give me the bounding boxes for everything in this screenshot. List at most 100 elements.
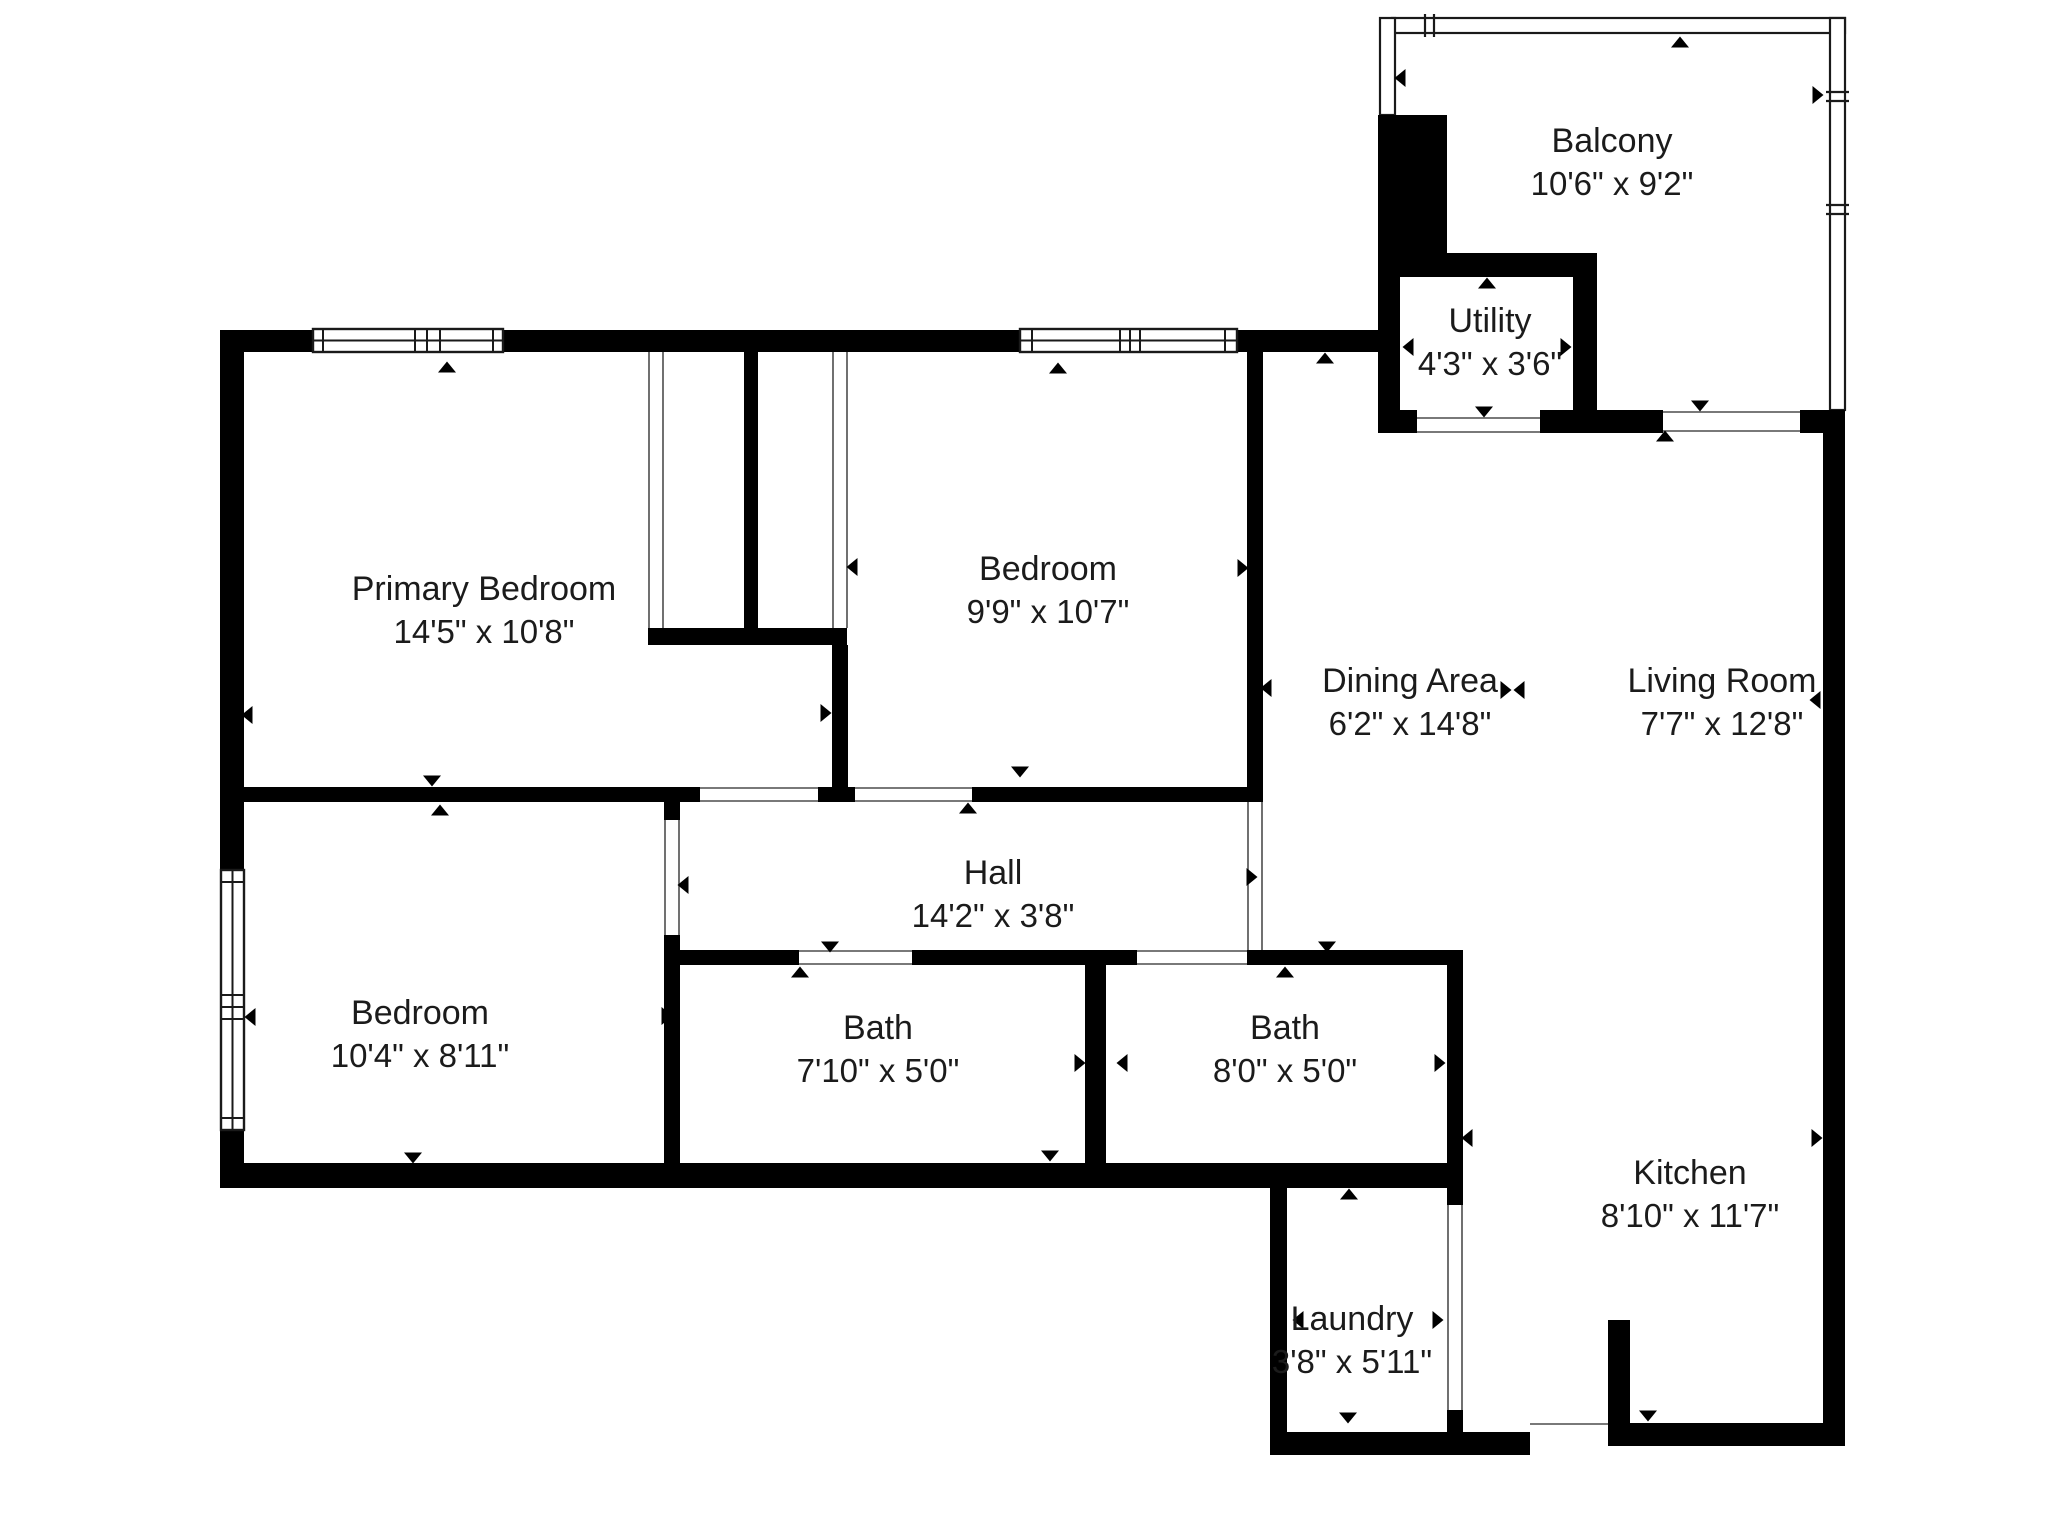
- marker-arrow-right: [820, 704, 832, 722]
- marker-arrow-up: [791, 966, 809, 978]
- room-label: Bath: [843, 1009, 913, 1047]
- marker-arrow-up: [431, 804, 449, 816]
- marker-arrow-right: [1246, 868, 1258, 886]
- marker-arrow-up: [1049, 362, 1067, 374]
- wall: [1378, 417, 1417, 433]
- marker-arrow-left: [1402, 338, 1414, 356]
- room-label: Primary Bedroom: [352, 570, 617, 608]
- room-label: Bedroom: [351, 994, 489, 1032]
- wall: [1378, 253, 1400, 433]
- marker-arrow-down: [1339, 1412, 1357, 1424]
- wall: [648, 628, 847, 645]
- room-label: Kitchen: [1633, 1154, 1746, 1192]
- room-dimensions: 9'9" x 10'7": [967, 593, 1130, 630]
- wall: [220, 330, 244, 870]
- marker-arrow-up: [1276, 966, 1294, 978]
- marker-arrow-right: [1237, 559, 1249, 577]
- room-dimensions: 8'0" x 5'0": [1213, 1052, 1357, 1089]
- marker-arrow-right: [1074, 1054, 1086, 1072]
- wall: [1447, 950, 1463, 1163]
- marker-arrow-left: [244, 1008, 256, 1026]
- marker-arrow-right: [1811, 1129, 1823, 1147]
- marker-arrow-up: [438, 361, 456, 373]
- room-label: Bath: [1250, 1009, 1320, 1047]
- marker-arrow-down: [1475, 406, 1493, 418]
- room-label: Hall: [964, 854, 1023, 892]
- marker-arrow-left: [1513, 681, 1525, 699]
- wall: [664, 950, 799, 965]
- marker-arrow-down: [1639, 1410, 1657, 1422]
- wall: [220, 787, 700, 802]
- marker-arrow-up: [1478, 277, 1496, 289]
- marker-arrow-down: [423, 775, 441, 787]
- wall: [1378, 115, 1447, 253]
- room-dimensions: 10'4" x 8'11": [331, 1037, 510, 1074]
- marker-arrow-down: [821, 941, 839, 953]
- wall: [1447, 1188, 1463, 1205]
- marker-arrow-right: [1434, 1054, 1446, 1072]
- wall: [1237, 330, 1380, 352]
- room-dimensions: 4'3" x 3'6": [1418, 345, 1562, 382]
- wall: [664, 935, 680, 1188]
- room-dimensions: 3'8" x 5'11": [1272, 1343, 1432, 1380]
- wall: [912, 950, 1137, 965]
- wall: [1447, 1410, 1463, 1455]
- marker-arrow-right: [1812, 86, 1824, 104]
- marker-arrow-left: [846, 558, 858, 576]
- marker-arrow-right: [1432, 1311, 1444, 1329]
- balcony-railing: [1378, 16, 1397, 117]
- marker-arrow-up: [1656, 430, 1674, 442]
- marker-arrow-left: [677, 876, 689, 894]
- wall: [1085, 950, 1106, 1163]
- wall: [503, 330, 1020, 352]
- marker-arrow-left: [1116, 1054, 1128, 1072]
- marker-arrow-left: [1260, 679, 1272, 697]
- room-label: Bedroom: [979, 550, 1117, 588]
- marker-arrow-right: [661, 1007, 673, 1025]
- room-label: Laundry: [1291, 1300, 1414, 1338]
- room-dimensions: 6'2" x 14'8": [1329, 705, 1492, 742]
- marker-arrow-left: [1809, 691, 1821, 709]
- marker-arrow-up: [1340, 1188, 1358, 1200]
- marker-arrow-down: [1041, 1150, 1059, 1162]
- marker-arrow-down: [1011, 766, 1029, 778]
- marker-arrow-right: [1500, 681, 1512, 699]
- wall: [1540, 417, 1597, 433]
- wall: [1573, 253, 1597, 433]
- marker-arrow-left: [1394, 69, 1406, 87]
- marker-arrow-left: [1292, 1311, 1304, 1329]
- marker-arrow-up: [1671, 36, 1689, 48]
- wall: [1270, 1188, 1287, 1455]
- wall: [220, 1163, 1463, 1188]
- room-dimensions: 14'5" x 10'8": [394, 613, 575, 650]
- room-label: Utility: [1448, 302, 1531, 340]
- room-label: Balcony: [1552, 122, 1673, 160]
- marker-arrow-left: [241, 706, 253, 724]
- wall: [818, 787, 855, 802]
- room-dimensions: 10'6" x 9'2": [1531, 165, 1694, 202]
- room-label: Living Room: [1628, 662, 1817, 700]
- marker-arrow-right: [1560, 338, 1572, 356]
- room-dimensions: 7'10" x 5'0": [797, 1052, 960, 1089]
- room-dimensions: 8'10" x 11'7": [1601, 1197, 1780, 1234]
- marker-arrow-down: [1318, 941, 1336, 953]
- wall: [1378, 253, 1597, 277]
- wall: [1247, 352, 1263, 802]
- wall: [1823, 433, 1845, 1423]
- wall: [744, 352, 758, 645]
- wall: [664, 802, 680, 820]
- wall: [832, 645, 848, 802]
- wall: [1800, 410, 1845, 433]
- wall: [1270, 1432, 1530, 1455]
- marker-arrow-up: [1316, 352, 1334, 364]
- balcony-railing: [1390, 16, 1847, 35]
- wall: [972, 787, 1263, 802]
- room-label: Dining Area: [1322, 662, 1498, 700]
- marker-arrow-left: [1461, 1129, 1473, 1147]
- room-dimensions: 7'7" x 12'8": [1641, 705, 1804, 742]
- marker-arrow-down: [1691, 400, 1709, 412]
- marker-arrow-up: [959, 802, 977, 814]
- wall: [1608, 1320, 1630, 1423]
